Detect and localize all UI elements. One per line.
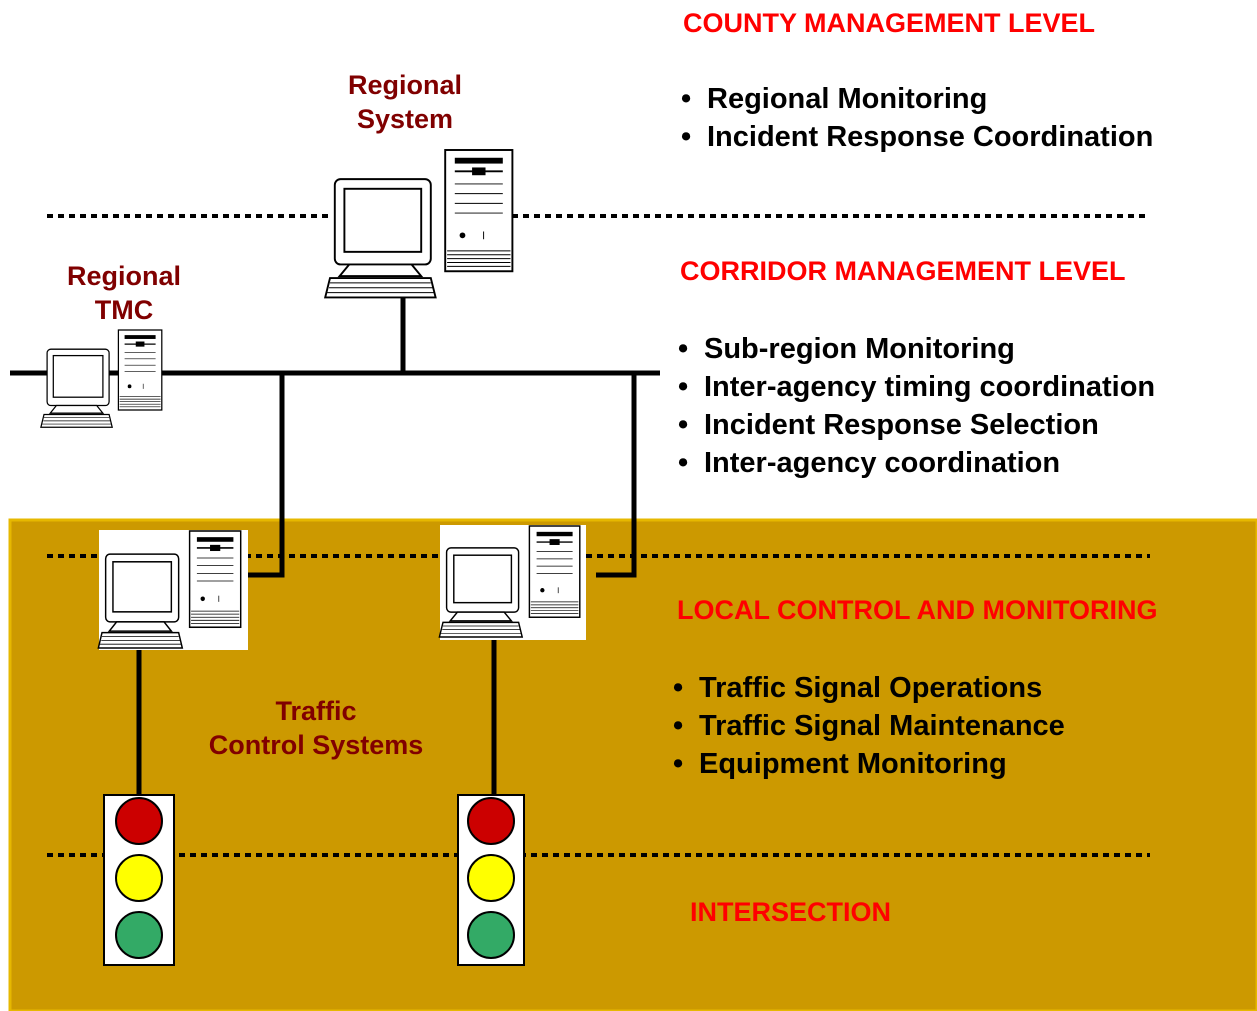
bullet-item: Traffic Signal Operations [673,669,1065,707]
bullet-item: Sub-region Monitoring [678,330,1155,368]
bullet-item: Inter-agency coordination [678,444,1155,482]
bullet-item: Incident Response Coordination [681,118,1153,156]
bullet-item: Regional Monitoring [681,80,1153,118]
red-lamp [467,797,515,845]
bullet-item: Incident Response Selection [678,406,1155,444]
local-level-heading: LOCAL CONTROL AND MONITORING [677,595,1158,625]
green-lamp [115,911,163,959]
county-bullets: Regional Monitoring Incident Response Co… [681,80,1153,156]
intersection-level-heading: INTERSECTION [690,897,892,927]
traffic-control-systems-label: Traffic Control Systems [188,694,444,762]
level-dividers [47,214,1150,857]
regional-tmc-workstation-icon [40,329,163,428]
label-line: Control Systems [208,730,424,760]
bullet-item: Equipment Monitoring [673,745,1065,783]
label-line: TMC [94,295,154,325]
bullet-item: Inter-agency timing coordination [678,368,1155,406]
regional-system-workstation-icon [324,149,514,299]
local-bullets: Traffic Signal Operations Traffic Signal… [673,669,1065,783]
label-line: Regional [66,261,181,291]
regional-system-label: Regional System [340,68,470,136]
red-lamp [115,797,163,845]
yellow-lamp [467,854,515,902]
green-lamp [467,911,515,959]
county-level-heading: COUNTY MANAGEMENT LEVEL [683,8,1096,38]
left-tcs-link [248,373,285,578]
label-line: Traffic [275,696,357,726]
right-tcs-link [596,373,637,578]
left-traffic-light-icon [103,794,175,966]
corridor-bullets: Sub-region Monitoring Inter-agency timin… [678,330,1155,482]
yellow-lamp [115,854,163,902]
label-line: Regional [347,70,462,100]
label-line: System [356,104,454,134]
right-traffic-light-icon [457,794,525,966]
corridor-level-heading: CORRIDOR MANAGEMENT LEVEL [680,256,1126,286]
bullet-item: Traffic Signal Maintenance [673,707,1065,745]
regional-tmc-label: Regional TMC [55,259,193,327]
